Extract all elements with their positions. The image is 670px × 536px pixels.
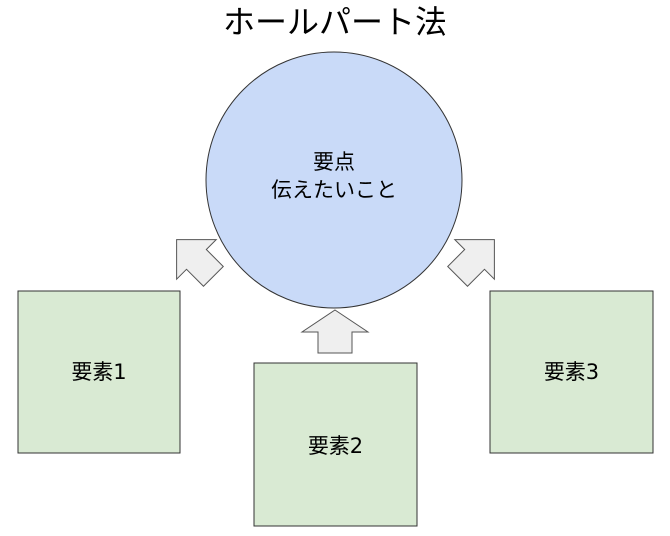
element-label-1: 要素1 [71, 360, 127, 384]
main-point-label: 要点 伝えたいこと [234, 148, 434, 204]
element-label-3: 要素3 [543, 360, 600, 384]
element-box-3 [489, 290, 654, 454]
element-label-2: 要素2 [307, 434, 364, 458]
main-point-subtitle: 伝えたいこと [271, 178, 397, 202]
page-title: ホールパート法 [222, 3, 447, 41]
main-point-circle [205, 51, 463, 309]
arrow-left [176, 239, 224, 287]
element-box-1 [17, 290, 181, 454]
element-box-2 [253, 362, 418, 527]
main-point-title: 要点 [313, 150, 355, 174]
arrow-center [300, 309, 370, 354]
arrow-right [447, 239, 495, 287]
